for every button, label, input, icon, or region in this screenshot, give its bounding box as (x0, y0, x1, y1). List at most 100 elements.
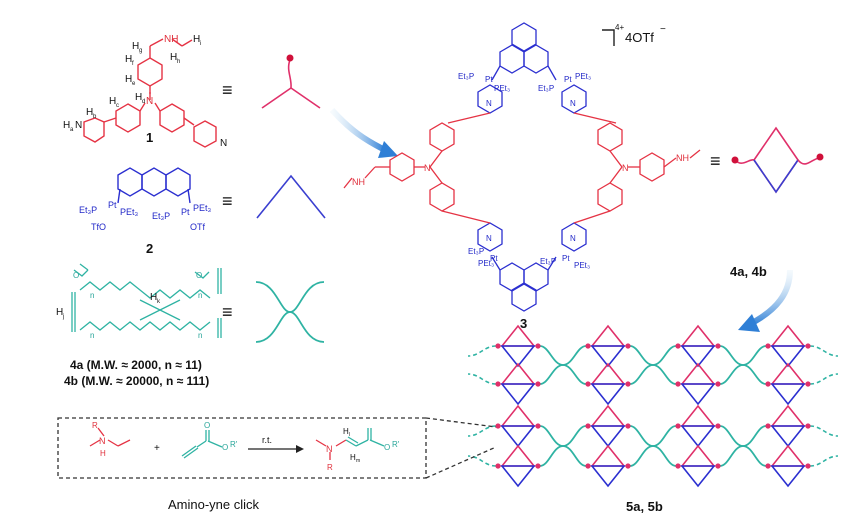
c4-n-2: n (198, 291, 202, 300)
c3-nh-left: NH (352, 177, 365, 187)
network-node-dot (805, 423, 811, 429)
he-sub: e (132, 81, 136, 87)
c3-n-right: N (622, 163, 629, 173)
click-condition: r.t. (262, 435, 272, 445)
c4-n-3: n (90, 331, 94, 340)
c3-et3p-bl: Et₃P (468, 247, 484, 256)
network-node-bottom (500, 383, 536, 406)
c2-right-pet3: PEt₃ (193, 203, 212, 213)
network-node-dot (495, 381, 501, 387)
c2-left-pet3: PEt₃ (120, 207, 139, 217)
network-linker-open-right (809, 455, 839, 467)
zoom-dash-top (425, 417, 497, 428)
label-4ab: 4a, 4b (730, 264, 767, 279)
network-linker (629, 445, 677, 467)
click-arrow-head (296, 445, 304, 453)
network-node-top (500, 444, 536, 467)
compound-3-cartoon-dot-right (816, 153, 824, 161)
network-node-top (680, 444, 716, 467)
compound-3-cartoon-dot-left (731, 156, 739, 164)
c2-left-et3p: Et₃P (79, 205, 97, 215)
c3-pet3-br: PEt₃ (574, 261, 590, 270)
click-reaction-scheme: N R H + O O R' r.t. N R H (89, 421, 400, 472)
c3-pet3-bl: PEt₃ (478, 259, 494, 268)
click-product-o: O (384, 443, 390, 452)
network-node-bottom (500, 425, 536, 448)
network-node-bottom (680, 465, 716, 488)
network-node-dot (805, 343, 811, 349)
compound-3-labels: N N NH NH Et₃P Pt PEt₃ Et₃P Pt PEt₃ Et₃P… (352, 72, 689, 331)
n-right-label: N (220, 138, 227, 149)
compound-1-structure (83, 38, 217, 148)
equiv-sign-1: ≡ (222, 80, 233, 100)
network-node-top (590, 444, 626, 467)
compound-1-number: 1 (146, 130, 153, 145)
c3-pt-bl: Pt (490, 254, 498, 263)
hd-sub: d (142, 99, 145, 105)
reaction-arrow-down-head (738, 314, 760, 332)
network-node-top (500, 404, 536, 427)
click-alkyne-o-top: O (204, 421, 210, 430)
network-linker (629, 425, 677, 447)
hf-sub: f (132, 61, 134, 67)
click-alkyne-o: O (222, 443, 228, 452)
hi-sub: i (200, 41, 201, 47)
network-node-dot (675, 463, 681, 469)
compound-4a-label: 4a (M.W. ≈ 2000, n ≈ 11) (70, 358, 202, 372)
network-node-bottom (500, 345, 536, 368)
c3-et3p-tl: Et₃P (458, 72, 474, 81)
network-node-bottom (770, 465, 806, 488)
network-linker-open-right (809, 373, 839, 385)
c3-pt-tl: Pt (485, 75, 493, 84)
network-node-dot (495, 463, 501, 469)
ha-sub: a (70, 127, 74, 133)
counter-ion-label: 4OTf (625, 30, 654, 45)
network-node-dot (765, 423, 771, 429)
network-linker (719, 345, 767, 366)
compound-3-cartoon (734, 126, 821, 194)
compound-4-labels: O O n n n n H j H k 4a (M.W. ≈ 2000, n ≈… (56, 271, 209, 388)
network-node-dot (805, 463, 811, 469)
c3-pyr-n-tl: N (486, 99, 492, 108)
network-node-dot (625, 343, 631, 349)
click-product-r: R (327, 463, 333, 472)
compound-3-structure (343, 22, 701, 312)
compound-4-structure (71, 263, 222, 338)
hf-label: H (125, 54, 132, 65)
click-plus: + (154, 443, 160, 454)
hb-sub: b (93, 114, 97, 120)
hg-sub: g (139, 48, 142, 54)
c3-pyr-n-br: N (570, 234, 576, 243)
network-linker-open-right (809, 345, 839, 357)
network-node-dot (675, 381, 681, 387)
zoom-dash-bottom (425, 446, 497, 479)
click-reaction-box (57, 417, 427, 479)
network-node-bottom (680, 383, 716, 406)
hh-sub: h (177, 59, 180, 65)
hg-label: H (132, 41, 139, 52)
network-node-top (680, 324, 716, 347)
click-product-hm-sub: m (356, 458, 360, 464)
network-node-bottom (770, 345, 806, 368)
compound-4-cartoon (255, 281, 325, 343)
network-node-top (770, 404, 806, 427)
reaction-arrow-main (329, 107, 387, 153)
click-product-n: N (326, 444, 333, 454)
network-node-bottom (500, 465, 536, 488)
network-linker (719, 445, 767, 467)
network-node-dot (625, 423, 631, 429)
c3-et3p-tr: Et₃P (538, 84, 554, 93)
network-linker (719, 425, 767, 447)
click-amine-r: R (92, 421, 98, 430)
hh-label: H (170, 52, 177, 63)
network-node-dot (715, 463, 721, 469)
network-node-dot (495, 343, 501, 349)
network-linker-open-right (809, 425, 839, 437)
network-5-cartoon (467, 324, 839, 488)
network-linker (539, 364, 587, 385)
charge-bracket (602, 29, 615, 46)
network-linker-open-left (467, 455, 497, 467)
network-node-bottom (590, 345, 626, 368)
c3-pet3-tl: PEt₃ (494, 84, 510, 93)
click-product-r: R' (392, 440, 400, 449)
